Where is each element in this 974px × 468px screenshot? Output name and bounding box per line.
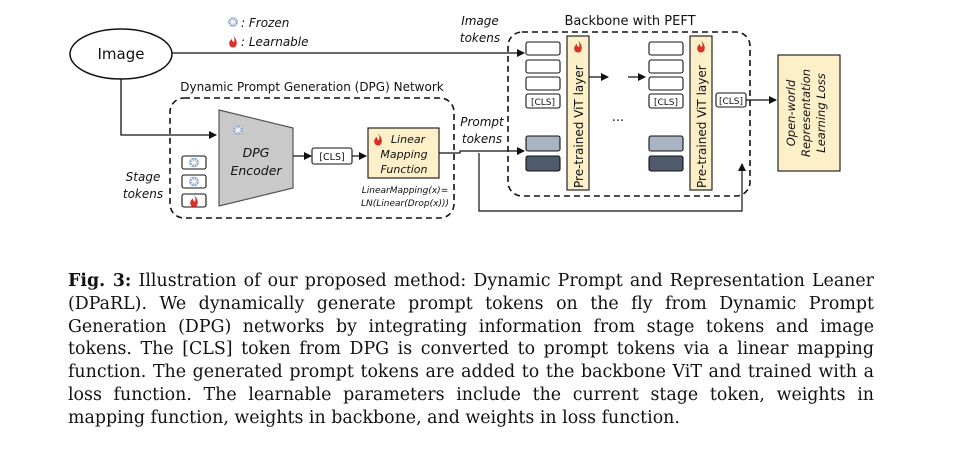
loss-label-line3: Learning Loss (814, 73, 828, 152)
backbone-cls-label-2: [CLS] (654, 98, 678, 108)
image-token (648, 41, 684, 56)
prompt-tokens-to-later-layer-arrow (478, 153, 746, 212)
dpg-cls-label: [CLS] (319, 152, 344, 163)
prompt-token (648, 135, 684, 152)
loss-label-line2: Representation (799, 69, 813, 157)
image-token (525, 59, 561, 74)
linear-mapping-function (367, 127, 440, 179)
stage-tokens-label-line2: tokens (123, 187, 163, 201)
layers-ellipsis: ... (612, 110, 624, 125)
mapping-formula-line2: LN(Linear(Drop(x))) (361, 199, 449, 209)
backbone-cls-token (525, 93, 561, 109)
image-tokens-label-line1: Image (461, 14, 499, 28)
image-token (525, 41, 561, 56)
loss-box (777, 54, 841, 172)
mapping-label-line2: Mapping (380, 148, 427, 161)
mapping-label-line1: Linear (391, 133, 427, 146)
mapping-formula-line1: LinearMapping(x)= (362, 186, 448, 196)
mapping-label-line3: Function (381, 163, 428, 176)
vit-layer-2 (689, 35, 713, 191)
flame-icon (229, 35, 237, 48)
image-token (648, 76, 684, 91)
backbone-cls-label: [CLS] (531, 98, 555, 108)
image-tokens-label-line2: tokens (460, 31, 500, 45)
stage-token-3 (181, 193, 207, 208)
prompt-tokens-arrow (439, 147, 525, 155)
image-to-encoder-arrow (120, 79, 217, 139)
loss-label-line1: Open-world (784, 79, 798, 146)
prompt-token-dark (525, 155, 561, 172)
dpg-architecture-diagram: : Frozen : Learnable Image Image tokens … (69, 14, 841, 219)
legend-frozen-label: : Frozen (241, 16, 289, 30)
vit-layer-1-label: Pre-trained ViT layer (572, 65, 586, 188)
stage-tokens-label-line1: Stage (126, 170, 161, 184)
vit-layer-1 (566, 35, 590, 191)
prompt-token-dark (648, 155, 684, 172)
prompt-token (525, 135, 561, 152)
caption-text: Illustration of our proposed method: Dyn… (68, 271, 874, 428)
image-node-label: Image (98, 45, 145, 63)
dpg-network-box (169, 97, 455, 219)
image-token (525, 76, 561, 91)
dpg-network-title: Dynamic Prompt Generation (DPG) Network (180, 80, 443, 94)
vit-layer-2-label: Pre-trained ViT layer (695, 65, 709, 188)
caption-label: Fig. 3: (68, 271, 132, 291)
prompt-tokens-label-line2: tokens (462, 132, 502, 146)
backbone-cls-token-2 (648, 93, 684, 109)
figure-caption: Fig. 3: Illustration of our proposed met… (68, 270, 874, 430)
image-token (648, 59, 684, 74)
stage-token-2 (181, 174, 207, 189)
stage-token-1 (181, 155, 207, 170)
backbone-title: Backbone with PEFT (564, 14, 695, 29)
backbone-peft-box (507, 31, 751, 197)
output-cls-label: [CLS] (719, 97, 743, 107)
snowflake-icon (227, 16, 239, 28)
dpg-encoder-label-line1: DPG (243, 145, 270, 160)
legend-learnable-label: : Learnable (241, 35, 309, 49)
dpg-encoder-label-line2: Encoder (230, 163, 282, 178)
prompt-tokens-label-line1: Prompt (460, 115, 505, 129)
encoder-snowflake-icon (232, 124, 244, 136)
